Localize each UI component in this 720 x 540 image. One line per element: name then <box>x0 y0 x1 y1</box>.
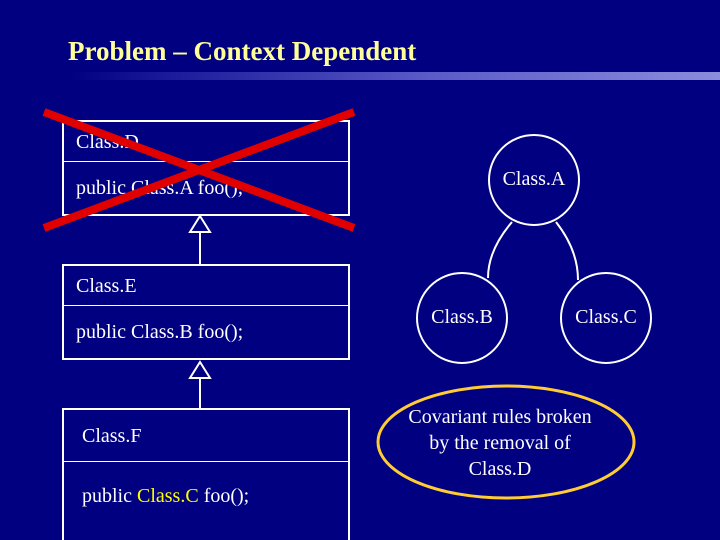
node-b-label: Class.B <box>431 306 493 328</box>
node-b-circle <box>416 272 508 364</box>
callout-ellipse <box>376 384 636 500</box>
inherit-arrow-f-e <box>188 360 212 379</box>
class-f-box: Class.F public Class.C foo(); <box>62 408 350 540</box>
node-a-circle <box>488 134 580 226</box>
class-e-box: Class.E public Class.B foo(); <box>62 264 350 360</box>
cross-line-2 <box>42 108 356 232</box>
node-a-label: Class.A <box>502 168 566 190</box>
page-title: Problem – Context Dependent <box>68 36 417 66</box>
title-underline <box>70 72 720 80</box>
class-e-name: Class.E <box>64 266 348 306</box>
class-d-name: Class.D <box>64 122 348 162</box>
callout-text: Covariant rules broken by the removal of… <box>408 406 592 480</box>
class-f-method: public Class.C foo(); <box>82 484 250 507</box>
edge-a-c <box>555 221 579 281</box>
inherit-arrow-e-d <box>188 214 212 233</box>
class-e-method: public Class.B foo(); <box>76 320 244 343</box>
edge-a-b <box>487 221 513 279</box>
node-c-circle <box>560 272 652 364</box>
node-c-label: Class.C <box>575 306 637 328</box>
class-f-name: Class.F <box>64 410 348 462</box>
